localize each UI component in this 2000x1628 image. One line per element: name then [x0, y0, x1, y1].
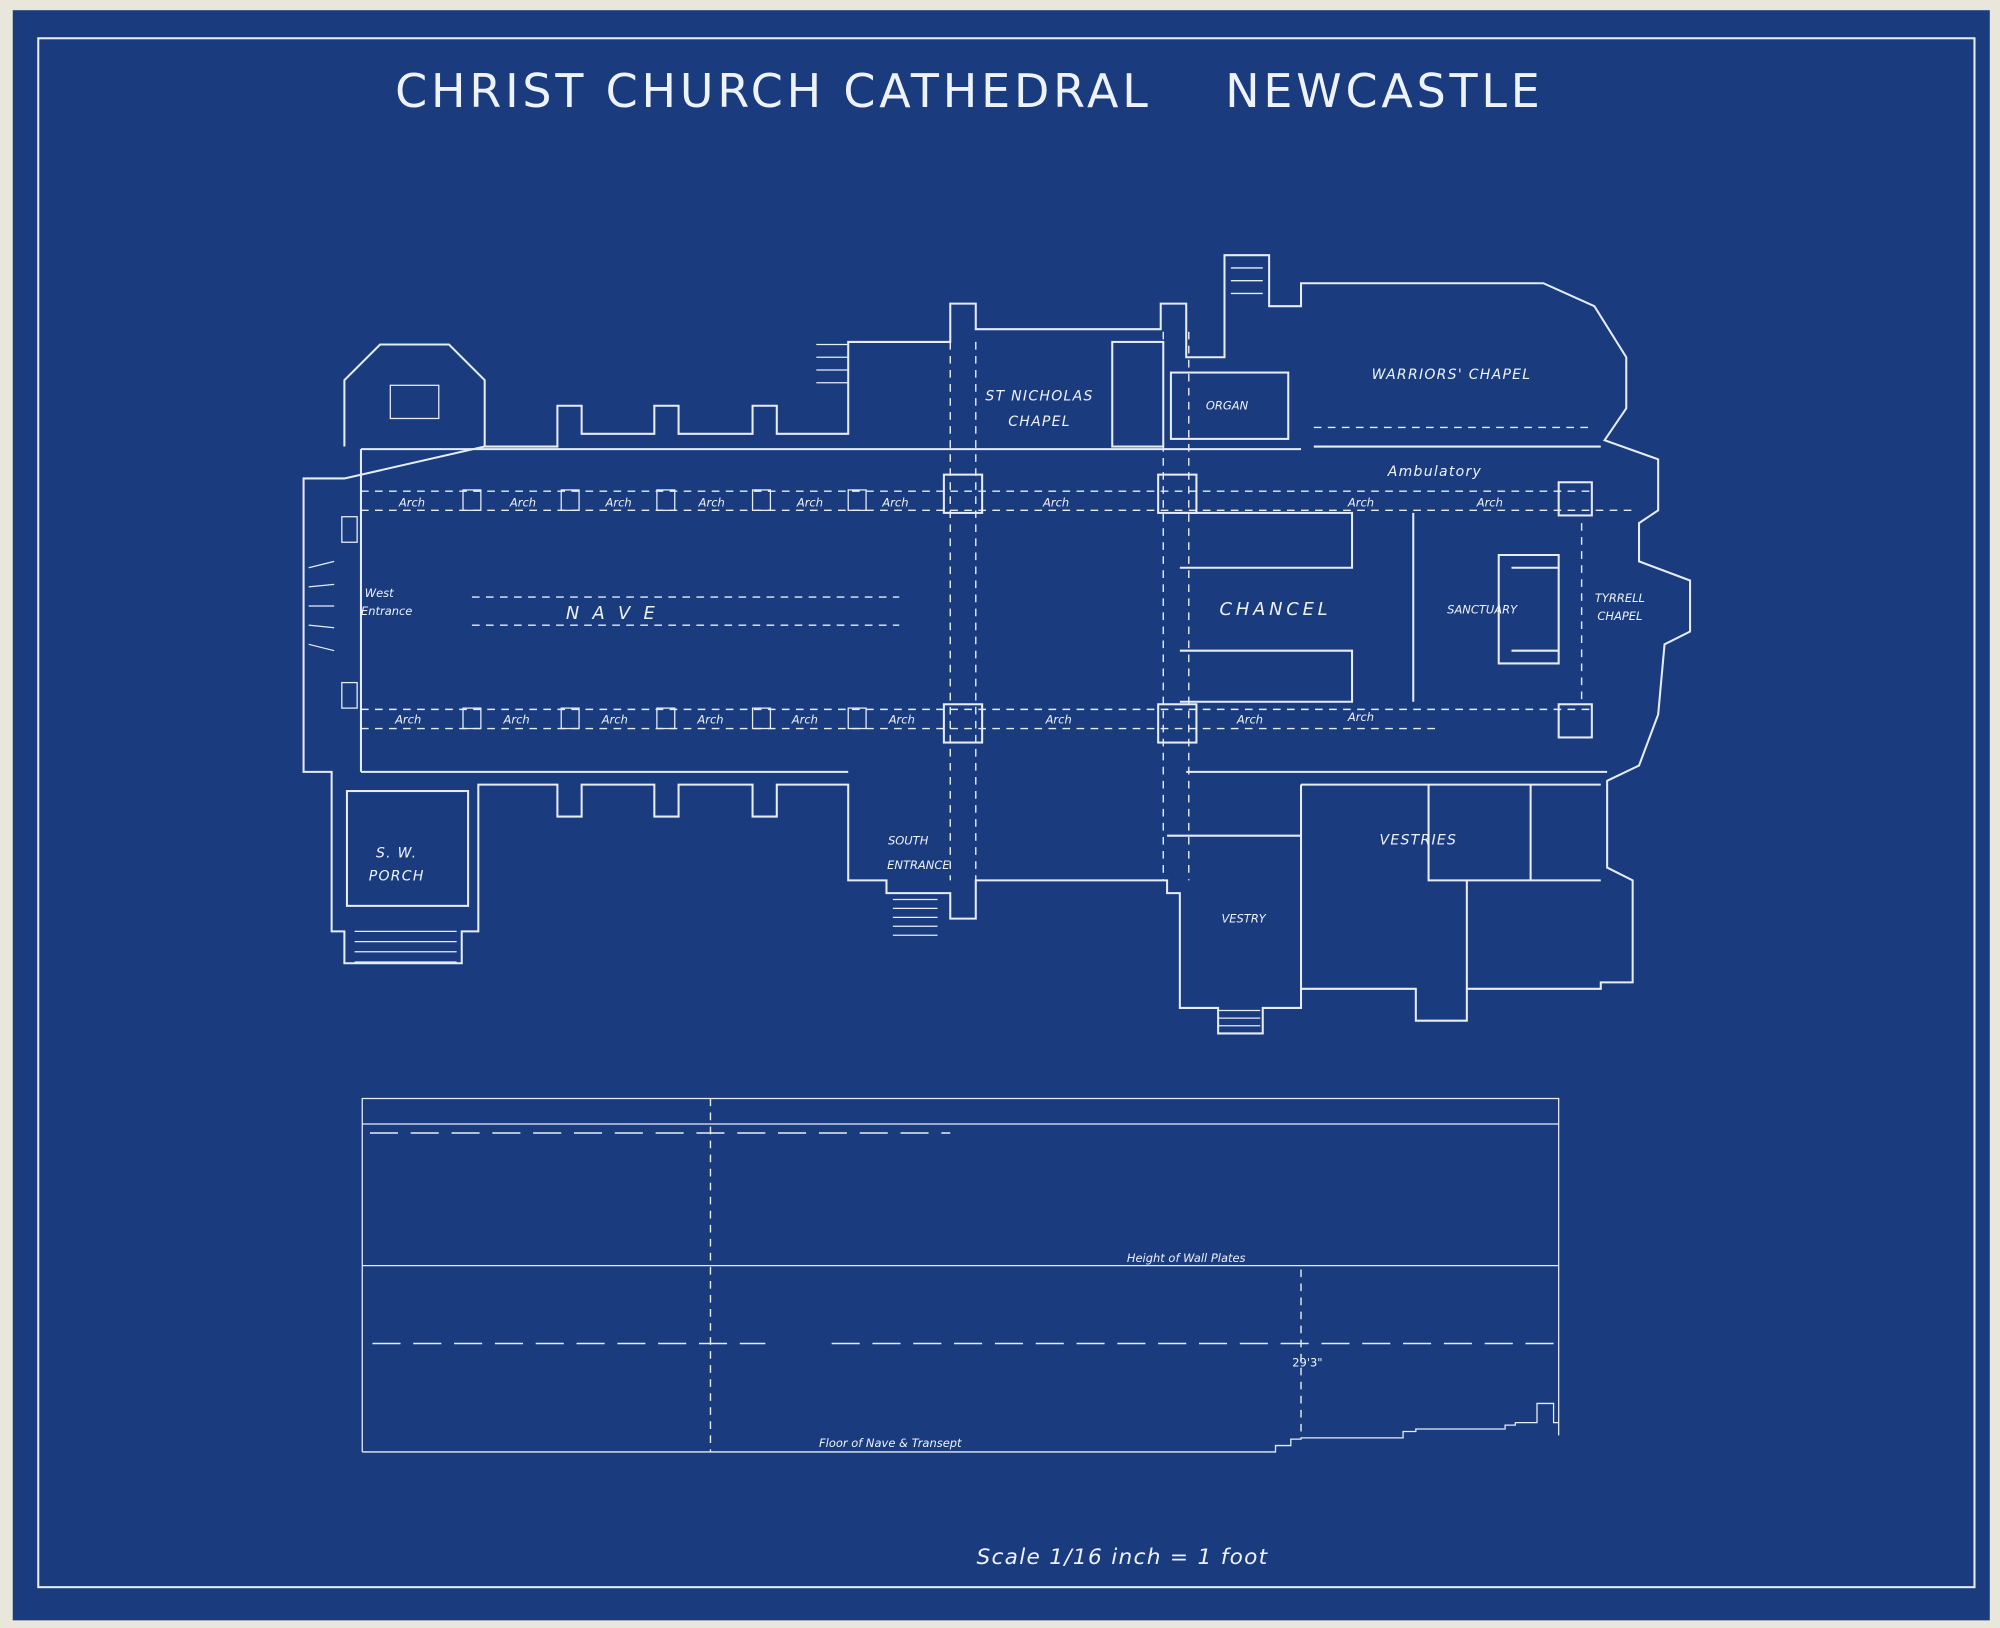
organ-chamber	[1169, 371, 1290, 440]
svg-text:Arch: Arch	[796, 496, 823, 510]
svg-text:Arch: Arch	[398, 496, 425, 510]
scale-note: Scale 1/16 inch = 1 foot	[976, 1545, 1268, 1570]
svg-text:Arch: Arch	[394, 712, 421, 726]
section-elevation: Height of Wall Plates 29'3" Floor of Nav…	[361, 1097, 1560, 1453]
section-frame	[361, 1097, 1560, 1452]
sw-porch-room	[345, 790, 470, 907]
label-tyrrell: TYRRELL	[1595, 591, 1645, 605]
label-porch: PORCH	[369, 868, 425, 884]
west-tower	[343, 343, 486, 447]
svg-text:Arch: Arch	[503, 712, 530, 726]
svg-text:Arch: Arch	[509, 496, 536, 510]
svg-text:Arch: Arch	[605, 496, 632, 510]
drawing-title: CHRIST CHURCH CATHEDRAL NEWCASTLE	[395, 64, 1543, 118]
label-sanctuary: SANCTUARY	[1447, 603, 1518, 617]
border-frame	[37, 37, 1976, 1589]
st-nicholas-east-wall	[1111, 340, 1165, 448]
svg-text:Arch: Arch	[791, 712, 818, 726]
building-outline	[302, 254, 1692, 1035]
label-wall-plates: Height of Wall Plates	[1127, 1251, 1246, 1265]
label-tyrrell-chapel: CHAPEL	[1597, 609, 1642, 623]
svg-text:Arch: Arch	[1476, 496, 1503, 510]
floor-line	[362, 1402, 1559, 1453]
label-floor: Floor of Nave & Transept	[819, 1436, 962, 1450]
svg-text:Arch: Arch	[698, 496, 725, 510]
label-vestry: VESTRY	[1221, 911, 1266, 925]
label-west-entrance-1: West	[365, 586, 394, 600]
chancel-walls	[1179, 511, 1415, 703]
label-sw: S. W.	[376, 845, 417, 861]
svg-text:Arch: Arch	[1347, 710, 1374, 724]
label-dimension: 29'3"	[1292, 1355, 1322, 1369]
svg-text:Arch: Arch	[881, 496, 908, 510]
label-vestries: VESTRIES	[1380, 833, 1458, 849]
svg-text:Arch: Arch	[1347, 496, 1374, 510]
sanctuary-platform	[1497, 553, 1560, 665]
label-west-entrance-2: Entrance	[361, 604, 412, 618]
west-steps	[308, 560, 335, 652]
svg-text:Arch: Arch	[601, 712, 628, 726]
piers	[341, 473, 1593, 744]
label-entrance: ENTRANCE	[887, 858, 950, 872]
floor-plan: Arch Arch Arch Arch Arch Arch Arch Arch …	[302, 254, 1692, 1035]
svg-text:Arch: Arch	[696, 712, 723, 726]
svg-text:Arch: Arch	[1042, 496, 1069, 510]
vestry-walls	[1167, 783, 1601, 989]
label-organ: ORGAN	[1206, 399, 1249, 413]
blueprint-background	[12, 10, 1990, 1621]
font	[389, 384, 440, 420]
svg-text:Arch: Arch	[1236, 712, 1263, 726]
label-chancel: CHANCEL	[1220, 599, 1332, 620]
svg-text:Arch: Arch	[1045, 712, 1072, 726]
label-warriors-chapel: WARRIORS' CHAPEL	[1372, 367, 1532, 383]
label-st-nicholas: ST NICHOLAS	[985, 389, 1093, 405]
label-ambulatory: Ambulatory	[1387, 464, 1482, 480]
arch-labels: Arch Arch Arch Arch Arch Arch Arch Arch …	[394, 496, 1503, 727]
label-st-nicholas-chapel: CHAPEL	[1008, 414, 1071, 430]
steps	[354, 267, 1263, 1027]
label-south: SOUTH	[888, 834, 929, 848]
svg-text:Arch: Arch	[888, 712, 915, 726]
label-nave: N A V E	[566, 603, 659, 624]
